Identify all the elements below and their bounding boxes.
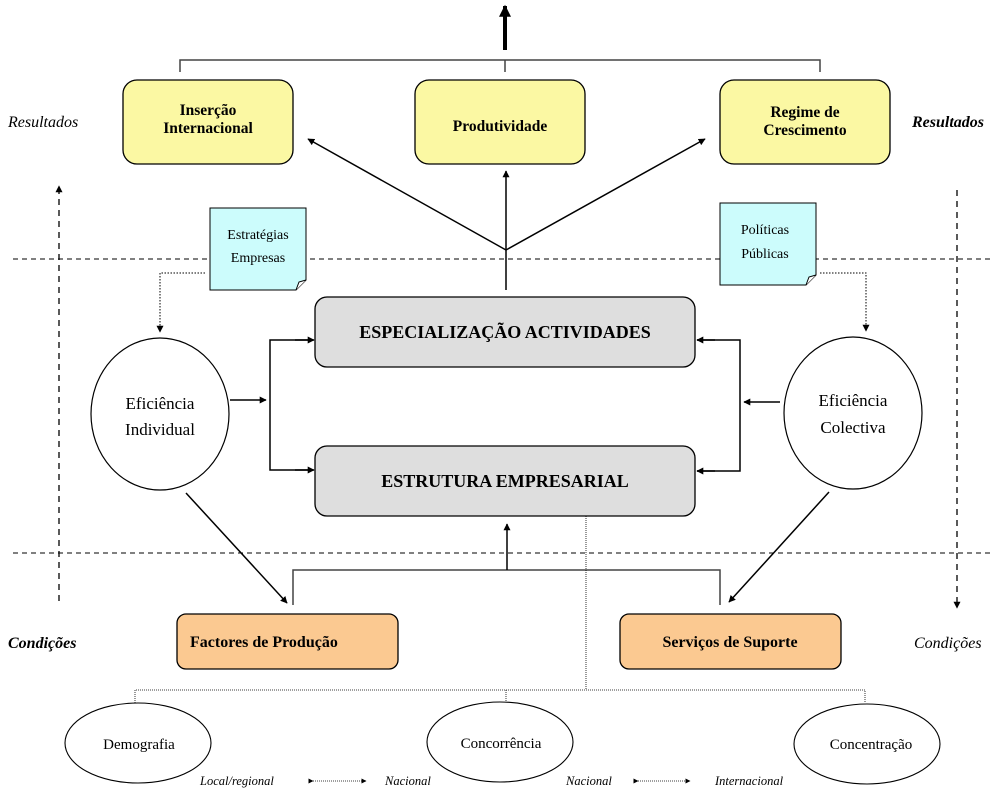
note-label-line: Estratégias: [227, 228, 288, 243]
dotted-arrow-policies-to-collective: [820, 272, 870, 332]
note-estrategias-empresas: Estratégias Empresas: [209, 207, 307, 291]
arrow-collective-to-services: [728, 491, 830, 603]
dotted-arrow-strategies-to-individual: [156, 272, 205, 333]
efficiency-label-line: Individual: [125, 420, 195, 439]
note-politicas-publicas: Políticas Públicas: [719, 202, 817, 286]
result-label-line: Inserção: [180, 102, 237, 119]
side-label-results-right: Resultados: [911, 114, 984, 131]
right-bracket: [697, 339, 741, 472]
note-label-line: Empresas: [231, 251, 285, 266]
context-label: Concentração: [830, 737, 912, 753]
result-box-produtividade: Produtividade: [414, 79, 586, 165]
note-label-line: Políticas: [741, 223, 789, 238]
side-label-conditions-left: Condições: [8, 635, 76, 652]
context-connector: [134, 516, 866, 703]
core-box-estrutura: ESTRUTURA EMPRESARIAL: [314, 445, 696, 517]
core-box-especializacao: ESPECIALIZAÇÃO ACTIVIDADES: [314, 296, 696, 368]
circle-eficiencia-individual: Eficiência Individual: [90, 337, 230, 491]
conditions-bracket: [292, 569, 721, 605]
context-label: Concorrência: [461, 736, 542, 752]
side-label-results-left: Resultados: [7, 114, 78, 131]
scale-label-international: Internacional: [714, 774, 784, 788]
result-label-line: Crescimento: [763, 122, 846, 139]
result-box-regime-crescimento: Regime de Crescimento: [719, 79, 891, 165]
condition-box-servicos: Serviços de Suporte: [619, 613, 842, 670]
scale-label-local-regional: Local/regional: [199, 774, 274, 788]
side-label-conditions-right: Condições: [914, 635, 982, 652]
note-label-line: Públicas: [741, 247, 788, 262]
context-ellipse-concorrencia: Concorrência: [426, 701, 574, 783]
context-ellipse-demografia: Demografia: [64, 702, 212, 784]
context-label: Demografia: [103, 737, 175, 753]
result-label-line: Produtividade: [453, 118, 548, 135]
condition-label-factors: Factores de Produção: [190, 634, 338, 651]
core-label-specialization: ESPECIALIZAÇÃO ACTIVIDADES: [359, 321, 651, 342]
efficiency-label-line: Eficiência: [126, 394, 195, 413]
result-label-line: Regime de: [770, 104, 839, 121]
result-label-line: Internacional: [163, 120, 253, 137]
efficiency-label-line: Colectiva: [820, 418, 886, 437]
results-bracket: [179, 59, 821, 72]
circle-eficiencia-colectiva: Eficiência Colectiva: [783, 336, 923, 490]
arrow-individual-to-factors: [185, 492, 288, 604]
core-label-structure: ESTRUTURA EMPRESARIAL: [381, 471, 629, 491]
arrow-to-insercao: [307, 138, 507, 251]
arrow-to-regime: [505, 138, 706, 251]
scale-label-national-1: Nacional: [384, 774, 431, 788]
context-ellipse-concentracao: Concentração: [793, 703, 941, 785]
result-box-insercao-internacional: Inserção Internacional: [122, 79, 294, 165]
condition-label-services: Serviços de Suporte: [662, 634, 797, 651]
scale-label-national-2: Nacional: [565, 774, 612, 788]
efficiency-label-line: Eficiência: [819, 391, 888, 410]
condition-box-factores: Factores de Produção: [176, 613, 399, 670]
left-bracket: [269, 339, 313, 471]
